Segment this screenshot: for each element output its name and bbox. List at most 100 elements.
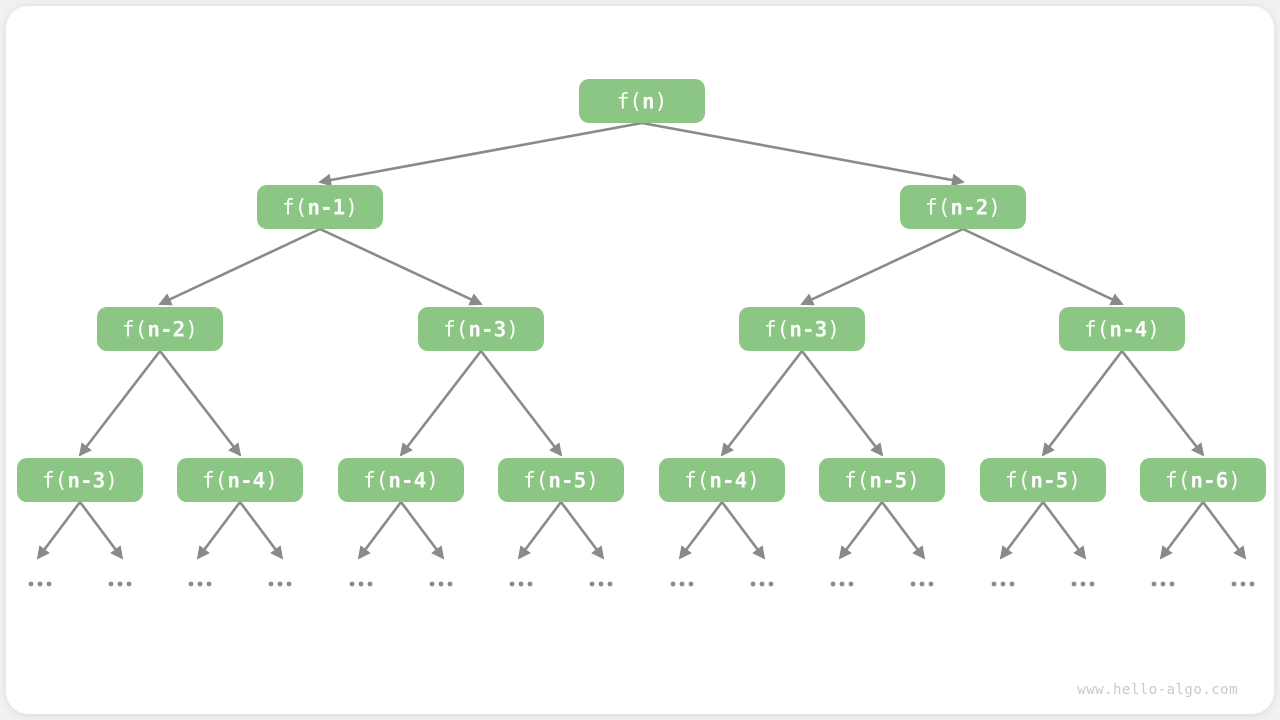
node-label: f(n-1) [282,196,358,220]
tree-node-f-n-5: f(n-5) [498,458,624,502]
ellipsis-dot [286,581,292,587]
ellipsis [108,581,132,587]
tree-node-f-n-4: f(n-4) [338,458,464,502]
node-label: f(n-2) [925,196,1001,220]
ellipsis [750,581,774,587]
ellipsis-dot [1071,581,1077,587]
ellipsis-dot [750,581,756,587]
ellipsis-dot [759,581,765,587]
ellipsis-dot [928,581,934,587]
edge-arrow [999,501,1045,560]
ellipsis-dot [1160,581,1166,587]
ellipsis-dot [991,581,997,587]
edge-arrow [1041,501,1087,560]
node-box [418,307,544,351]
node-label: f(n-4) [363,469,439,493]
edge-arrow [1120,350,1205,457]
ellipsis-dot [839,581,845,587]
ellipsis-dot [447,581,453,587]
node-box [177,458,303,502]
ellipsis-dot [358,581,364,587]
edge-arrow [158,227,321,306]
edge-arrow [720,350,804,457]
edge-arrow [319,227,483,306]
node-box [739,307,865,351]
edge-arrow [78,501,124,560]
ellipsis [268,581,292,587]
ellipsis-dot [910,581,916,587]
tree-node-f-n-4: f(n-4) [177,458,303,502]
tree-node-f-n-1: f(n-1) [257,185,383,229]
node-box [17,458,143,502]
ellipsis [1071,581,1095,587]
edge-arrow [720,501,766,560]
ellipsis-dot [670,581,676,587]
edge-arrow [196,501,242,560]
ellipsis-dot [28,581,34,587]
edge-arrow [641,121,965,187]
node-label: f(n-4) [202,469,278,493]
ellipsis-dot [46,581,52,587]
ellipsis-dot [1080,581,1086,587]
edge-arrow [479,350,563,457]
node-box [819,458,945,502]
ellipsis-dot [37,581,43,587]
edge-arrow [78,350,162,457]
tree-nodes: f(n) f(n-1) f(n-2) f(n-2) f(n-3) f(n-3) f(n-4)… [17,79,1266,502]
edge-arrow [1041,350,1124,457]
ellipsis-dot [197,581,203,587]
edge-arrow [238,501,284,560]
node-label: f(n) [617,90,668,114]
ellipsis-dot [688,581,694,587]
tree-node-f-n-6: f(n-6) [1140,458,1266,502]
ellipsis-dot [126,581,132,587]
tree-node-f-n-3: f(n-3) [739,307,865,351]
ellipsis-dot [768,581,774,587]
ellipsis-dot [1009,581,1015,587]
ellipsis [910,581,934,587]
tree-node-f-n-2: f(n-2) [97,307,223,351]
node-box [257,185,383,229]
node-box [579,79,705,123]
ellipsis [830,581,854,587]
node-label: f(n-3) [764,318,840,342]
ellipsis-dot [1231,581,1237,587]
tree-node-f-n-3: f(n-3) [17,458,143,502]
ellipsis-dot [509,581,515,587]
node-box [659,458,785,502]
edge-arrow [559,501,605,560]
tree-node-f-n-4: f(n-4) [1059,307,1185,351]
ellipsis-dot [679,581,685,587]
ellipsis-dot [277,581,283,587]
ellipsis-dot [429,581,435,587]
edge-arrow [800,350,884,457]
edge-arrow [1159,501,1205,560]
edge-arrow [962,227,1124,306]
node-box [498,458,624,502]
ellipsis-dot [518,581,524,587]
ellipsis-dot [117,581,123,587]
ellipsis [429,581,453,587]
ellipsis-dot [1240,581,1246,587]
ellipsis [670,581,694,587]
ellipsis-dot [268,581,274,587]
ellipsis-dot [1000,581,1006,587]
ellipsis-dot [598,581,604,587]
edge-arrow [399,501,445,560]
node-label: f(n-5) [1005,469,1081,493]
ellipsis-dot [438,581,444,587]
ellipsis-dot [349,581,355,587]
edge-arrow [36,501,82,560]
ellipsis-dot [188,581,194,587]
ellipsis [509,581,533,587]
ellipsis-row [28,501,1255,587]
node-box [900,185,1026,229]
ellipsis-dot [1089,581,1095,587]
ellipsis-dot [1249,581,1255,587]
ellipsis-dot [607,581,613,587]
ellipsis-dot [919,581,925,587]
node-box [1059,307,1185,351]
node-box [338,458,464,502]
tree-node-f-n-5: f(n-5) [819,458,945,502]
tree-node-f-n-4: f(n-4) [659,458,785,502]
